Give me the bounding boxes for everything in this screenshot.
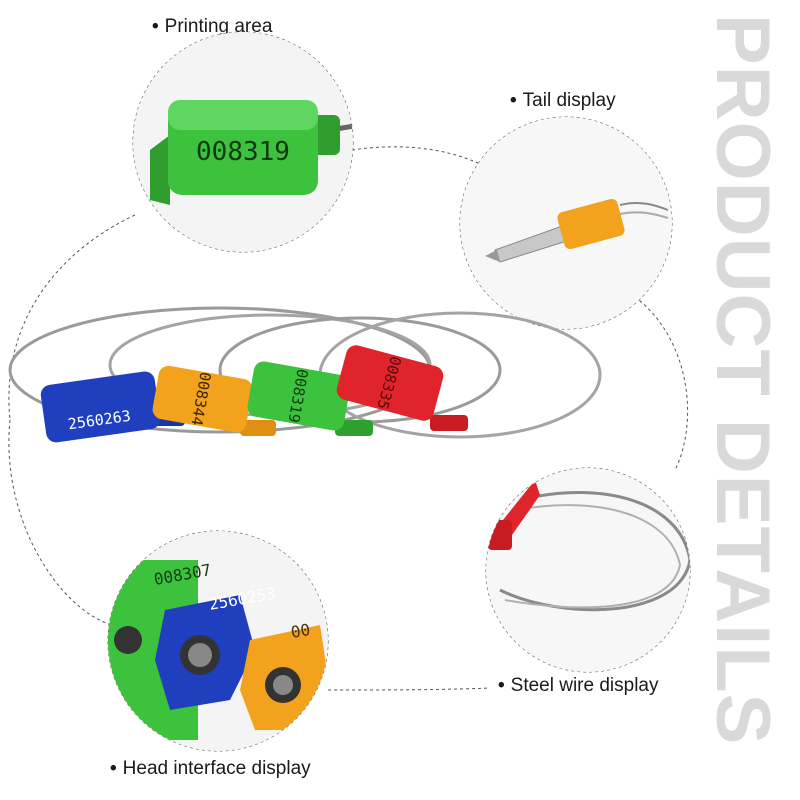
seal-red: 008335 <box>336 345 468 431</box>
seal-green: 008319 <box>247 361 373 436</box>
guide-head-to-wire <box>327 687 491 691</box>
guide-tail-to-wire <box>624 289 689 471</box>
head-interface-display-label: •Head interface display <box>110 758 311 779</box>
guide-left-to-head <box>8 419 113 626</box>
tail-display-label: •Tail display <box>510 90 616 111</box>
printing-area-label: •Printing area <box>152 16 273 37</box>
head-interface-display-text: Head interface display <box>122 758 311 779</box>
tail-display-closeup <box>460 117 672 329</box>
guide-printing-left <box>8 214 136 421</box>
head-interface-closeup: 008307 2560253 00 <box>108 531 328 751</box>
steel-wire-display-label: •Steel wire display <box>498 675 659 696</box>
tail-display-text: Tail display <box>522 90 616 111</box>
steel-wire-closeup <box>486 468 690 672</box>
head-number-orange: 00 <box>289 620 311 642</box>
seal-orange: 008344 <box>152 365 276 436</box>
seal-blue: 2560263 <box>40 371 185 443</box>
printing-area-closeup: 008319 <box>133 32 353 252</box>
printing-area-text: Printing area <box>164 16 273 37</box>
steel-wire-display-text: Steel wire display <box>510 675 659 696</box>
printing-area-number: 008319 <box>196 137 290 167</box>
